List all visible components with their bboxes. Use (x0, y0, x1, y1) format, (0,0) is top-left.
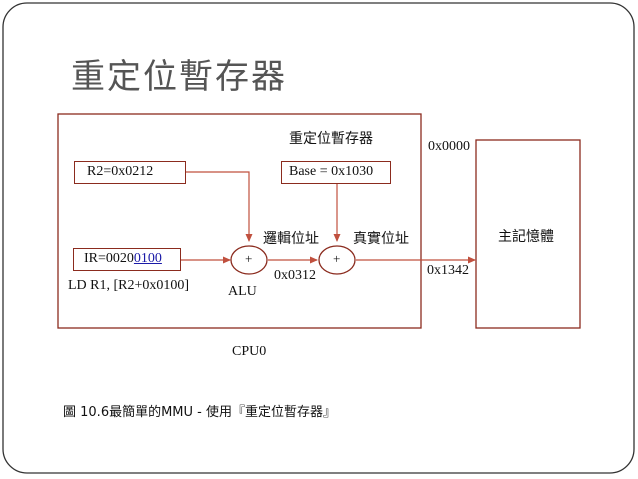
physical-address-value: 0x1342 (427, 263, 469, 278)
logical-address-value: 0x0312 (274, 268, 316, 283)
r2-register-value: R2=0x0212 (87, 164, 154, 179)
alu-label: ALU (228, 284, 257, 299)
caption-figure-number: 10.6 (80, 405, 110, 420)
page-title: 重定位暫存器 (71, 57, 287, 97)
r2-register-box: R2=0x0212 (74, 161, 186, 184)
cpu-box (57, 113, 422, 329)
alu-adder (230, 245, 268, 275)
cpu-label: CPU0 (232, 344, 267, 359)
base-register-box: Base = 0x1030 (281, 161, 391, 184)
ir-register-box: IR=00200100 (73, 248, 181, 271)
main-memory-label: 主記憶體 (498, 229, 554, 245)
r2-to-alu-arrow (186, 171, 253, 242)
ir-offset: 0100 (133, 251, 162, 266)
alu-adder-symbol: + (245, 251, 253, 266)
caption-text: 最簡單的MMU - 使用『重定位暫存器』 (109, 405, 336, 420)
logical-address-label: 邏輯位址 (263, 231, 319, 247)
relocation-adder (318, 245, 356, 275)
ir-register-value: IR=00200100 (84, 251, 162, 267)
base-register-value: Base = 0x1030 (289, 164, 374, 179)
physical-address-label: 真實位址 (353, 231, 409, 247)
memory-start-address: 0x0000 (428, 139, 470, 154)
relocation-adder-symbol: + (333, 251, 341, 266)
caption-prefix: 圖 (63, 405, 81, 420)
main-memory-box (475, 139, 581, 329)
relocation-register-label: 重定位暫存器 (289, 131, 373, 147)
instruction-text: LD R1, [R2+0x0100] (68, 278, 190, 293)
figure-caption: 圖 10.6最簡單的MMU - 使用『重定位暫存器』 (63, 401, 336, 420)
slide-frame (2, 2, 635, 474)
ir-prefix: IR=0020 (84, 251, 134, 266)
